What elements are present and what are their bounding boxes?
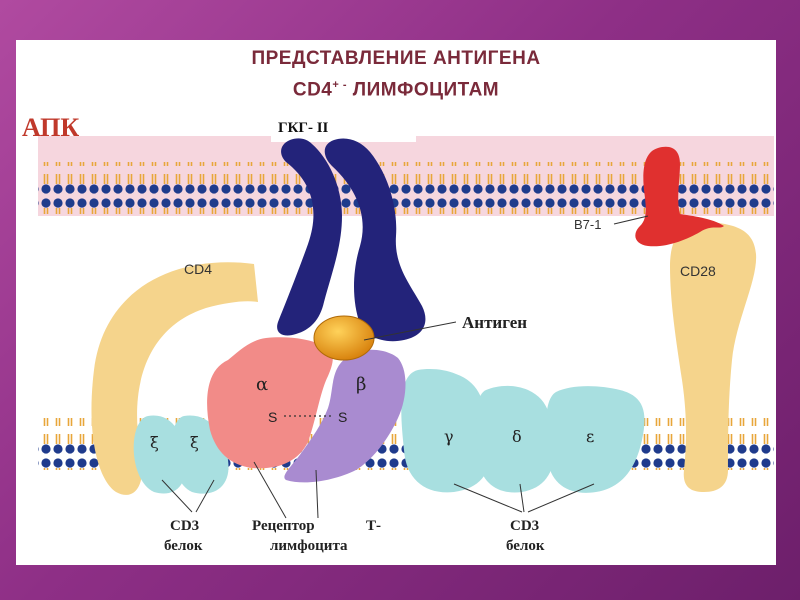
- page-title: ПРЕДСТАВЛЕНИЕ АНТИГЕНА CD4+ - ЛИМФОЦИТАМ: [16, 46, 776, 103]
- xi-1-label: ξ: [150, 433, 159, 452]
- antigen-label: Антиген: [462, 313, 527, 332]
- epsilon-label: ε: [586, 427, 594, 446]
- cd28-label: CD28: [680, 263, 716, 279]
- cd4-molecule: [91, 262, 258, 495]
- mhc-ii-beta-arm: [324, 138, 426, 342]
- apc-label: АПК: [22, 113, 79, 142]
- receptor-pointer-beta: [315, 469, 319, 519]
- cd3-right-caption-2: белок: [506, 538, 545, 554]
- receptor-caption-2: лимфоцита: [270, 538, 348, 554]
- cd3-right-caption-1: CD3: [510, 518, 539, 534]
- cd3-epsilon-chain: [545, 386, 645, 493]
- slide: ПРЕДСТАВЛЕНИЕ АНТИГЕНА CD4+ - ЛИМФОЦИТАМ: [16, 40, 776, 565]
- b7-1-molecule: [635, 146, 724, 247]
- receptor-caption-1: Рецептор: [252, 518, 315, 534]
- cd28-molecule: [670, 221, 757, 492]
- mhc-ii-alpha-arm: [277, 138, 342, 336]
- s-right-label: S: [338, 409, 347, 425]
- cd4-label: CD4: [184, 261, 212, 277]
- cd3-right-pointer-1: [453, 483, 523, 513]
- cd3-left-caption-2: белок: [164, 538, 203, 554]
- title-line-2-prefix: CD4: [292, 79, 333, 101]
- beta-label: β: [356, 374, 366, 395]
- receptor-caption-1b: Т-: [366, 518, 381, 534]
- gamma-label: γ: [444, 427, 454, 446]
- cd3-left-pointer-1: [161, 479, 193, 513]
- xi-2-label: ξ: [190, 433, 199, 452]
- mhc-ii-label: ГКГ- II: [278, 120, 329, 136]
- mhc-label-box: [271, 112, 416, 142]
- cd3-right-pointer-2: [519, 483, 525, 513]
- antigen-pointer: [363, 321, 457, 341]
- antigen-label-box: [456, 308, 650, 336]
- cd3-left-pointer-2: [195, 479, 215, 513]
- title-line-2-suffix: ЛИМФОЦИТАМ: [347, 79, 500, 101]
- cd3-delta-chain: [475, 385, 555, 493]
- b7-1-label: B7-1: [574, 217, 601, 232]
- cd3-left-caption-1: CD3: [170, 518, 199, 534]
- cd3-gamma-chain: [401, 369, 491, 493]
- cd3-right-pointer-3: [527, 483, 595, 513]
- delta-label: δ: [512, 427, 522, 446]
- tcr-beta-chain: [284, 349, 406, 483]
- alpha-label: α: [256, 374, 268, 395]
- title-line-2: CD4+ - ЛИМФОЦИТАМ: [16, 72, 776, 103]
- tcr-diagram: АПК ГКГ- II B7-1 CD4 CD28 Антиген α β S …: [22, 112, 774, 554]
- tcr-alpha-chain: [207, 337, 333, 469]
- receptor-pointer-alpha: [253, 461, 287, 519]
- s-left-label: S: [268, 409, 277, 425]
- title-line-1: ПРЕДСТАВЛЕНИЕ АНТИГЕНА: [251, 48, 541, 69]
- antigen-peptide: [313, 315, 375, 361]
- title-line-2-sup: + -: [332, 79, 348, 91]
- b7-pointer: [613, 215, 649, 225]
